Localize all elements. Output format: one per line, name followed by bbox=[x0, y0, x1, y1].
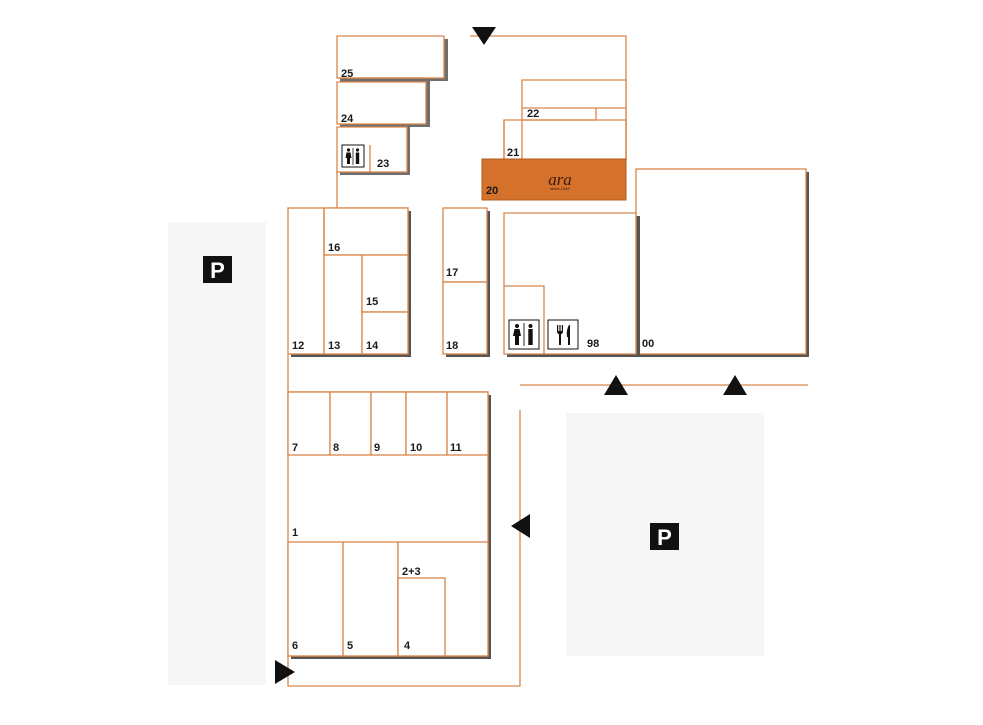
unit-5[interactable] bbox=[342, 541, 399, 657]
unit-18[interactable] bbox=[442, 281, 488, 355]
restaurant-icon bbox=[547, 319, 579, 350]
parking-label: P bbox=[657, 525, 672, 550]
unit-label-11: 11 bbox=[450, 442, 462, 454]
unit-label-4: 4 bbox=[404, 640, 411, 652]
unit-label-2-3: 2+3 bbox=[402, 566, 421, 578]
entrance-arrow-icon bbox=[604, 375, 628, 395]
unit-label-8: 8 bbox=[333, 442, 339, 454]
unit-label-9: 9 bbox=[374, 442, 380, 454]
unit-20-anchor-store[interactable] bbox=[481, 158, 627, 201]
unit-label-00: 00 bbox=[642, 338, 654, 350]
unit-label-6: 6 bbox=[292, 640, 298, 652]
unit-label-7: 7 bbox=[292, 442, 298, 454]
block-south bbox=[287, 391, 491, 659]
unit-label-25: 25 bbox=[341, 68, 353, 80]
parking-label: P bbox=[210, 258, 225, 283]
unit-9[interactable] bbox=[370, 391, 407, 456]
ara-logo: ara since 1949 bbox=[548, 170, 572, 191]
parking-lot-west bbox=[168, 222, 266, 685]
unit-6[interactable] bbox=[287, 541, 344, 657]
parking-icon bbox=[203, 256, 232, 283]
unit-11[interactable] bbox=[446, 391, 489, 456]
entrance-arrow-icon bbox=[723, 375, 747, 395]
block-98 bbox=[503, 212, 640, 357]
unit-13[interactable] bbox=[323, 254, 363, 355]
unit-label-1: 1 bbox=[292, 527, 298, 539]
svg-text:since 1949: since 1949 bbox=[550, 186, 570, 191]
unit-25[interactable] bbox=[336, 35, 445, 79]
unit-label-21: 21 bbox=[507, 147, 519, 159]
unit-label-13: 13 bbox=[328, 340, 340, 352]
parking-icon bbox=[650, 523, 679, 550]
unit-label-18: 18 bbox=[446, 340, 458, 352]
unit-14[interactable] bbox=[361, 311, 409, 355]
parking-sign-east: P bbox=[650, 523, 679, 550]
block-12-16 bbox=[287, 207, 411, 357]
unit-label-23: 23 bbox=[377, 158, 389, 170]
unit-4[interactable] bbox=[397, 577, 446, 657]
svg-text:ara: ara bbox=[548, 170, 572, 189]
entrance-arrow-icon bbox=[511, 514, 530, 538]
unit-label-22: 22 bbox=[527, 108, 539, 120]
unit-00[interactable] bbox=[635, 168, 807, 355]
unit-label-10: 10 bbox=[410, 442, 422, 454]
unit-label-20: 20 bbox=[486, 185, 498, 197]
unit-label-17: 17 bbox=[446, 267, 458, 279]
unit-label-24: 24 bbox=[341, 113, 354, 125]
block-17-18 bbox=[442, 207, 490, 357]
unit-label-16: 16 bbox=[328, 242, 340, 254]
unit-98[interactable] bbox=[503, 212, 637, 355]
entrance-arrow-icon bbox=[275, 660, 295, 684]
unit-label-14: 14 bbox=[366, 340, 379, 352]
unit-label-15: 15 bbox=[366, 296, 378, 308]
unit-label-5: 5 bbox=[347, 640, 353, 652]
toilet-icon bbox=[341, 144, 365, 168]
unit-label-98: 98 bbox=[587, 338, 599, 350]
toilet-icon bbox=[508, 319, 540, 350]
block-north-east bbox=[503, 79, 627, 161]
unit-8[interactable] bbox=[329, 391, 372, 456]
unit-label-12: 12 bbox=[292, 340, 304, 352]
entrance-arrow-icon bbox=[472, 27, 496, 45]
unit-10[interactable] bbox=[405, 391, 448, 456]
parking-sign-west: P bbox=[203, 256, 232, 283]
unit-24[interactable] bbox=[336, 81, 427, 125]
unit-15[interactable] bbox=[361, 254, 409, 313]
